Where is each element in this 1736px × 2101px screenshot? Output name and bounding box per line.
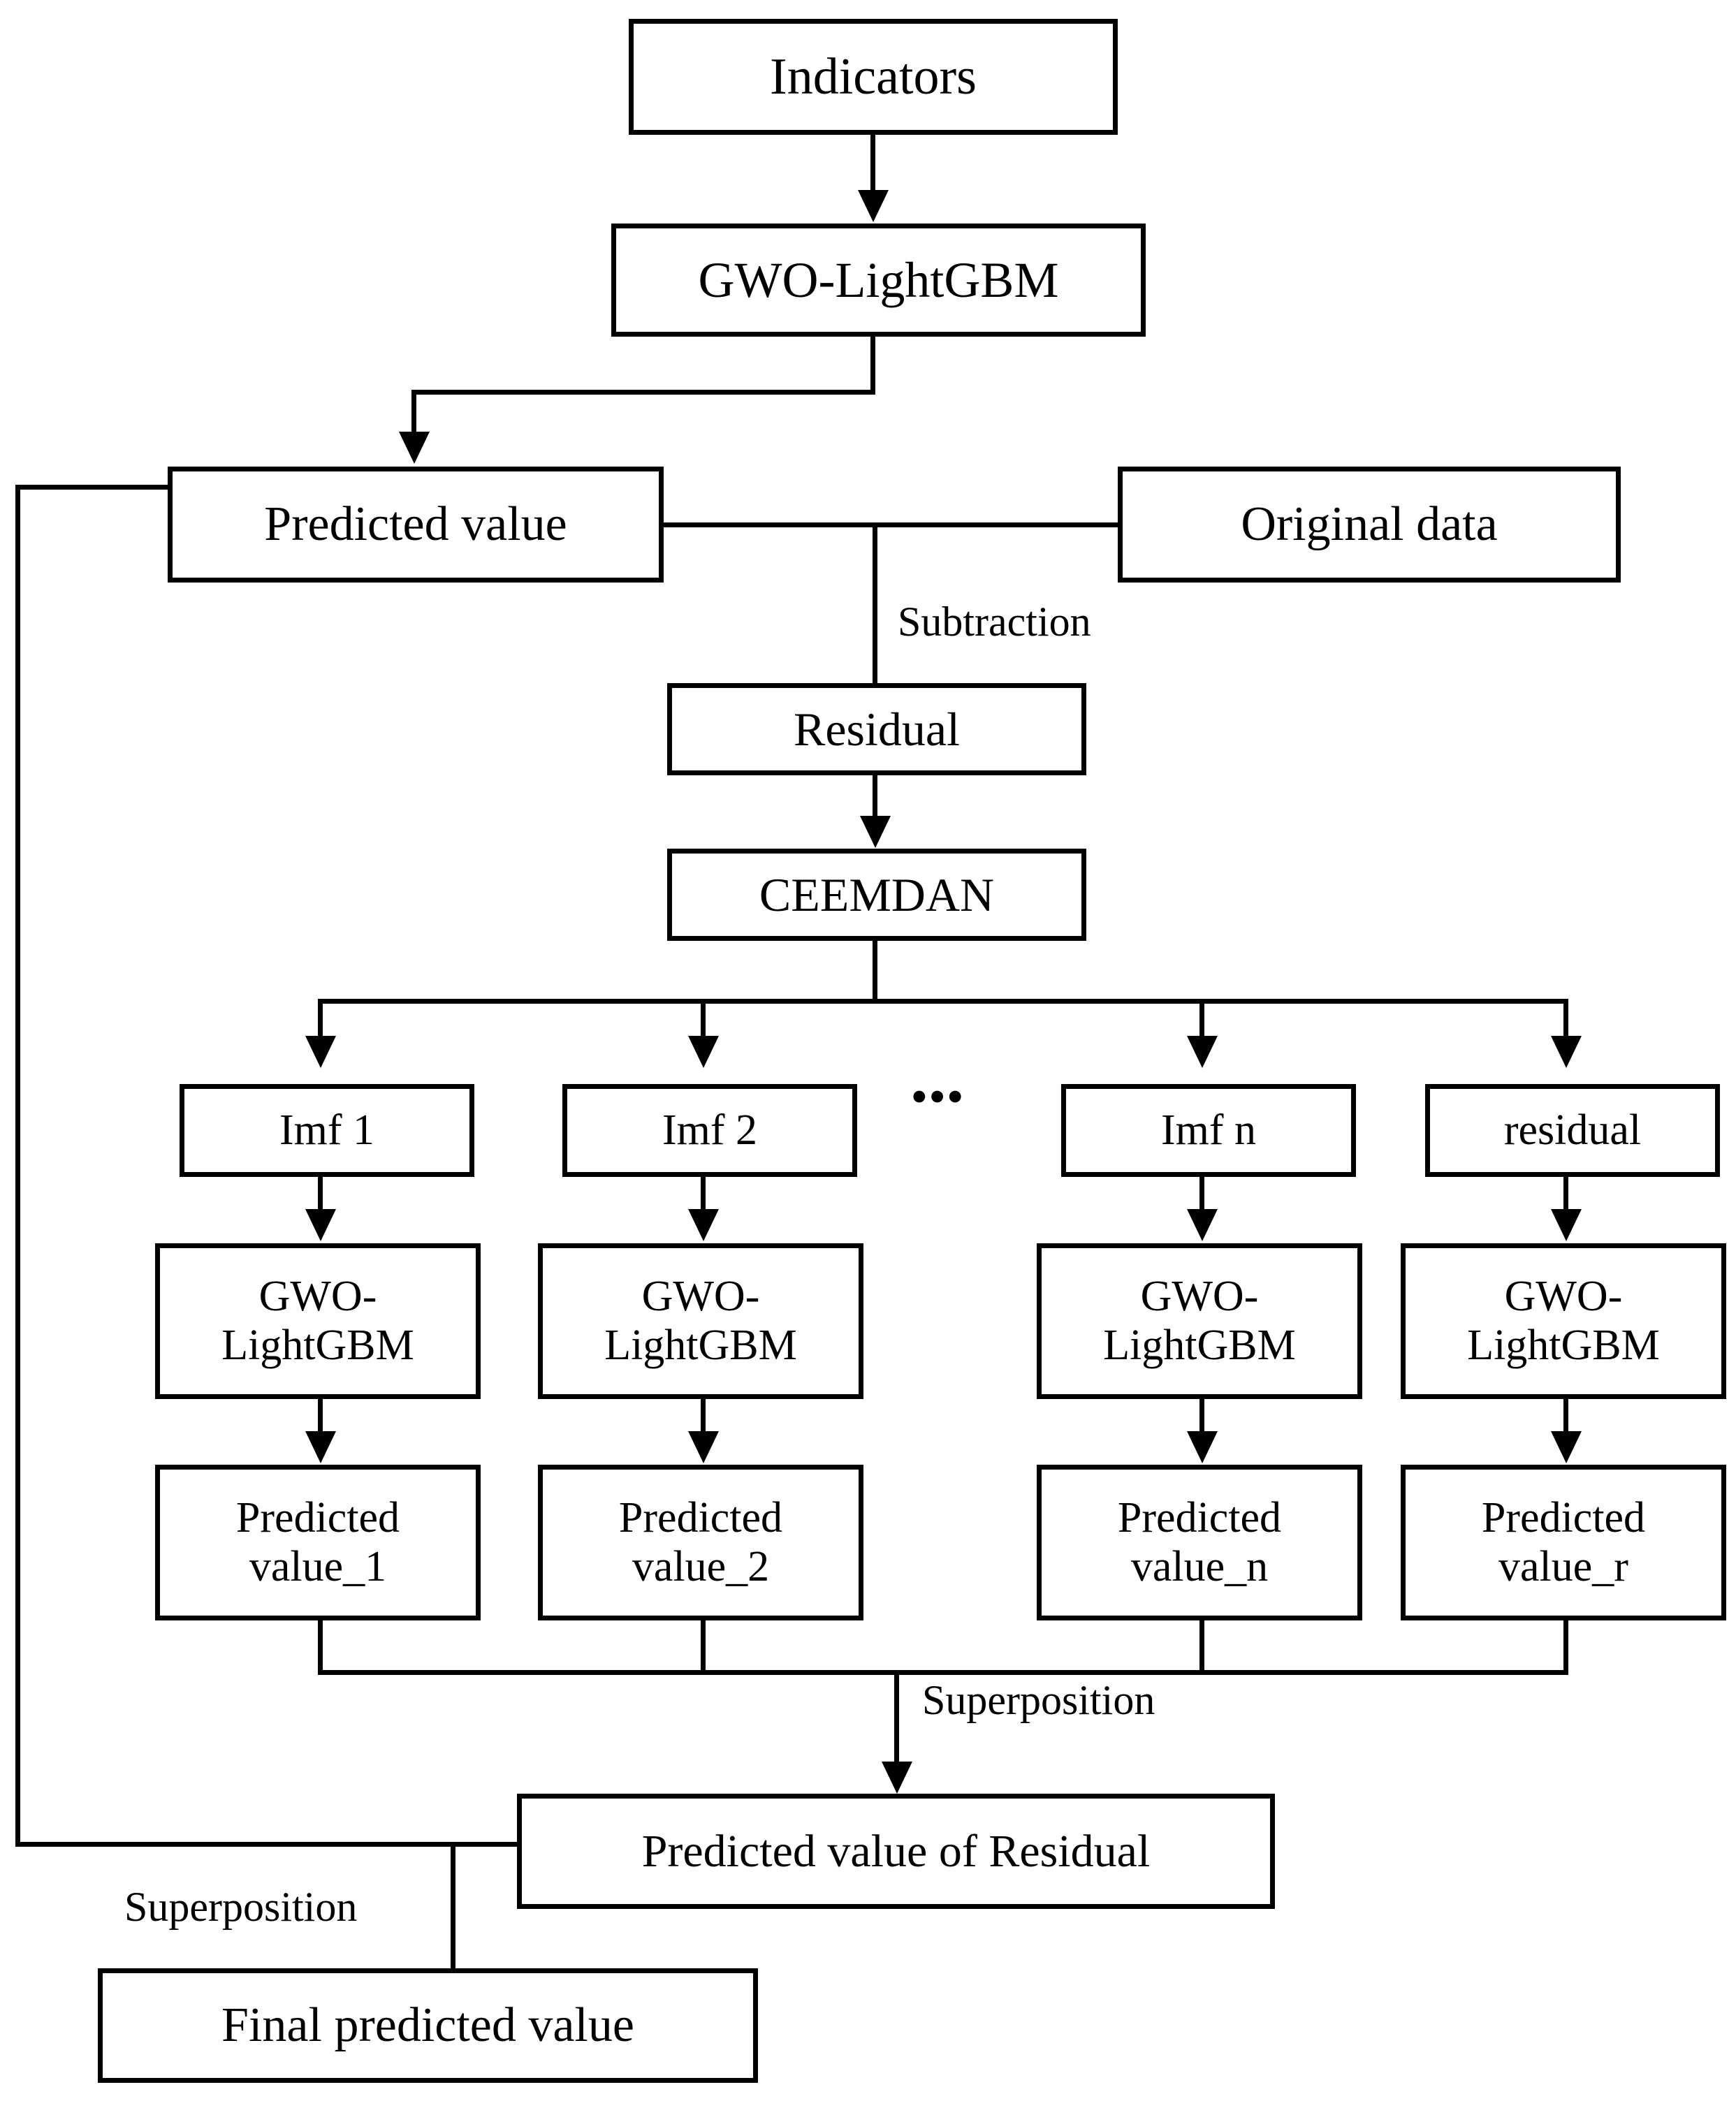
connector-bus-to-imfn [1199, 999, 1204, 1039]
connector-elbow-down-to-predicted [411, 390, 416, 436]
node-gwo-lightgbm-r-label: GWO- LightGBM [1467, 1273, 1660, 1369]
connector-indicators-to-gwo [870, 135, 875, 194]
node-predicted-value-of-residual-label: Predicted value of Residual [641, 1825, 1151, 1877]
node-imf1: Imf 1 [180, 1084, 474, 1177]
connector-gwon-to-pvn [1199, 1399, 1204, 1434]
node-gwo-lightgbm-1: GWO- LightGBM [155, 1243, 481, 1399]
connector-bus-to-imf1 [318, 999, 323, 1039]
connector-gwor-to-pvr [1563, 1399, 1568, 1434]
node-predicted-value-n-label: Predicted value_n [1117, 1494, 1282, 1590]
connector-to-final-predicted-value [451, 1842, 455, 1971]
node-predicted-value-2-label: Predicted value_2 [618, 1494, 783, 1590]
connector-subtraction-down [873, 522, 877, 685]
node-ceemdan: CEEMDAN [667, 849, 1086, 941]
node-residual-component-label: residual [1503, 1106, 1642, 1154]
connector-pvn-down [1199, 1620, 1204, 1675]
ellipsis-between-imfs: ••• [912, 1074, 966, 1121]
arrowhead-residual-to-ceemdan [860, 816, 891, 848]
node-predicted-value-label: Predicted value [264, 497, 567, 551]
node-gwo-lightgbm-main-label: GWO-LightGBM [698, 251, 1059, 308]
node-indicators-label: Indicators [770, 47, 977, 105]
connector-imf1-to-gwo1 [318, 1177, 323, 1212]
node-final-predicted-value: Final predicted value [98, 1968, 758, 2083]
node-residual: Residual [667, 683, 1086, 775]
node-predicted-value-n: Predicted value_n [1037, 1465, 1362, 1620]
arrowhead-gwo2-to-pv2 [688, 1431, 719, 1463]
node-predicted-value-1-label: Predicted value_1 [235, 1494, 400, 1590]
node-original-data-label: Original data [1241, 497, 1498, 551]
connector-imf2-to-gwo2 [701, 1177, 706, 1212]
arrowhead-imf2-to-gwo2 [688, 1209, 719, 1241]
connector-gwo1-to-pv1 [318, 1399, 323, 1434]
arrowhead-imf1-to-gwo1 [305, 1209, 336, 1241]
connector-bus-to-residual-component [1563, 999, 1568, 1039]
node-imf1-label: Imf 1 [279, 1106, 375, 1154]
connector-imfn-to-gwon [1199, 1177, 1204, 1212]
edge-label-superposition-final: Superposition [124, 1884, 358, 1930]
node-predicted-value-of-residual: Predicted value of Residual [517, 1794, 1275, 1909]
arrowhead-imfn-to-gwon [1187, 1209, 1218, 1241]
arrowhead-bus-to-imf2 [688, 1036, 719, 1068]
connector-merge-to-predicted-residual [894, 1670, 899, 1768]
node-gwo-lightgbm-n: GWO- LightGBM [1037, 1243, 1362, 1399]
node-imfn-label: Imf n [1160, 1106, 1257, 1154]
node-gwo-lightgbm-2-label: GWO- LightGBM [604, 1273, 797, 1369]
connector-gwo-elbow [411, 390, 875, 395]
node-residual-component: residual [1425, 1084, 1720, 1177]
connector-pv2-down [701, 1620, 706, 1675]
node-gwo-lightgbm-n-label: GWO- LightGBM [1103, 1273, 1296, 1369]
connector-ceemdan-bus [318, 999, 1568, 1004]
node-predicted-value-r: Predicted value_r [1401, 1465, 1726, 1620]
connector-feedback-vertical [15, 485, 20, 1847]
node-residual-label: Residual [794, 702, 960, 756]
arrowhead-indicators-to-gwo [858, 190, 889, 222]
connector-gwo2-to-pv2 [701, 1399, 706, 1434]
node-indicators: Indicators [629, 19, 1118, 135]
node-predicted-value: Predicted value [168, 467, 664, 583]
node-gwo-lightgbm-1-label: GWO- LightGBM [221, 1273, 414, 1369]
connector-pv1-down [318, 1620, 323, 1675]
edge-label-subtraction: Subtraction [898, 599, 1091, 645]
connector-predicted-to-original [662, 522, 1120, 527]
connector-predicted-value-left-stub [15, 485, 170, 490]
node-gwo-lightgbm-main: GWO-LightGBM [611, 224, 1146, 337]
arrowhead-gwon-to-pvn [1187, 1431, 1218, 1463]
node-imf2-label: Imf 2 [662, 1106, 758, 1154]
node-final-predicted-value-label: Final predicted value [221, 1998, 634, 2052]
arrowhead-merge-to-predicted-residual [882, 1762, 912, 1794]
connector-ceemdan-down [873, 941, 877, 1004]
node-predicted-value-2: Predicted value_2 [538, 1465, 863, 1620]
node-ceemdan-label: CEEMDAN [759, 868, 995, 921]
connector-feedback-bottom [15, 1842, 522, 1847]
connector-pvr-down [1563, 1620, 1568, 1675]
node-gwo-lightgbm-2: GWO- LightGBM [538, 1243, 863, 1399]
node-predicted-value-1: Predicted value_1 [155, 1465, 481, 1620]
arrowhead-bus-to-residual-component [1551, 1036, 1582, 1068]
node-imfn: Imf n [1061, 1084, 1356, 1177]
arrowhead-to-predicted-value [399, 432, 430, 464]
node-gwo-lightgbm-r: GWO- LightGBM [1401, 1243, 1726, 1399]
arrowhead-bus-to-imf1 [305, 1036, 336, 1068]
connector-residual-to-ceemdan [873, 775, 877, 821]
arrowhead-residual-component-to-gwor [1551, 1209, 1582, 1241]
edge-label-superposition-residual: Superposition [922, 1677, 1155, 1723]
node-imf2: Imf 2 [562, 1084, 857, 1177]
connector-bus-to-imf2 [701, 999, 706, 1039]
connector-gwo-down [870, 337, 875, 395]
connector-merge-bus [318, 1670, 1568, 1675]
arrowhead-bus-to-imfn [1187, 1036, 1218, 1068]
connector-residual-component-to-gwor [1563, 1177, 1568, 1212]
arrowhead-gwor-to-pvr [1551, 1431, 1582, 1463]
arrowhead-gwo1-to-pv1 [305, 1431, 336, 1463]
node-predicted-value-r-label: Predicted value_r [1481, 1494, 1646, 1590]
node-original-data: Original data [1118, 467, 1621, 583]
